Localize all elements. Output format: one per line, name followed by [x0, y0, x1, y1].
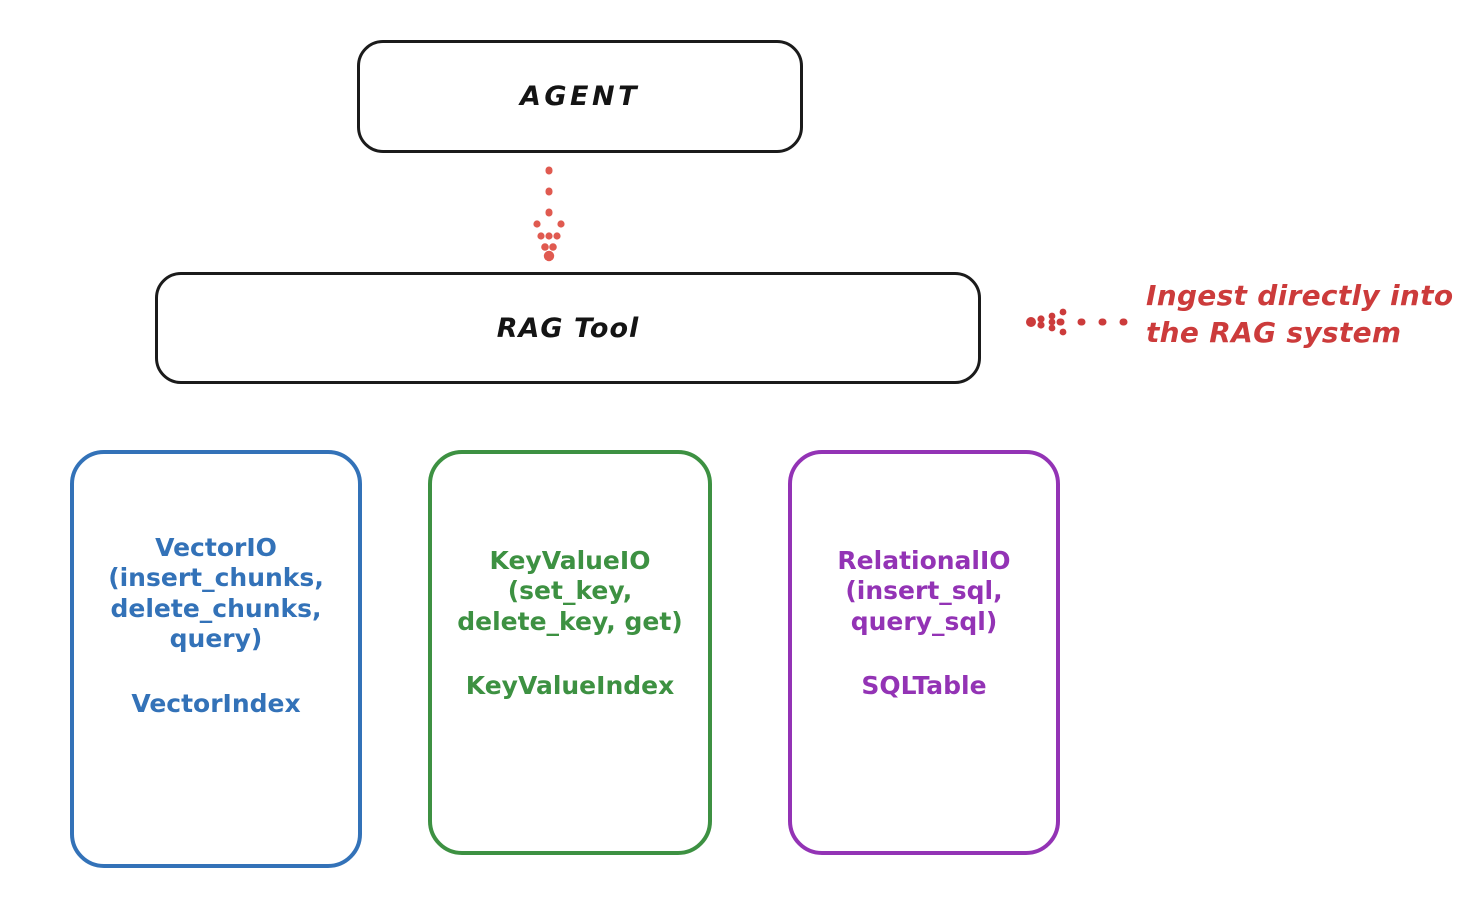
node-vector-io-api: VectorIO (insert_chunks, delete_chunks, …	[108, 532, 324, 654]
node-relational-io-api: RelationalIO (insert_sql, query_sql)	[837, 545, 1011, 636]
annotation-ingest-directly: Ingest directly into the RAG system	[1146, 279, 1454, 349]
node-vector-io[interactable]: VectorIO (insert_chunks, delete_chunks, …	[70, 450, 362, 868]
node-relational-io-index: SQLTable	[861, 671, 987, 700]
node-key-value-io[interactable]: KeyValueIO (set_key, delete_key, get) Ke…	[428, 450, 712, 855]
node-relational-io[interactable]: RelationalIO (insert_sql, query_sql) SQL…	[788, 450, 1060, 855]
node-agent[interactable]: AGENT	[357, 40, 803, 153]
node-rag-tool-label: RAG Tool	[496, 312, 640, 344]
edge-agent-to-rag-tool	[533, 166, 565, 262]
node-rag-tool[interactable]: RAG Tool	[155, 272, 981, 384]
node-agent-label: AGENT	[519, 81, 640, 112]
node-key-value-io-index: KeyValueIndex	[465, 671, 675, 700]
node-key-value-io-api: KeyValueIO (set_key, delete_key, get)	[457, 545, 683, 636]
edge-ingest-to-rag-tool	[1026, 308, 1136, 336]
node-vector-io-index: VectorIndex	[131, 688, 301, 718]
